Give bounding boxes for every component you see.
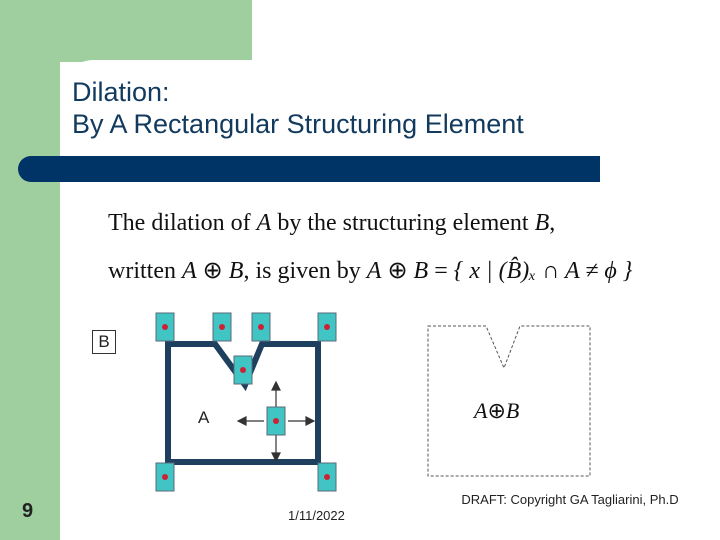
- slide-number: 9: [22, 500, 34, 522]
- formula-symbol-b: B: [413, 258, 429, 284]
- formula-symbol-b: B: [534, 210, 550, 236]
- formula-text: written: [108, 258, 182, 284]
- formula-symbol-a: A: [181, 258, 197, 284]
- dilation-operator: ⊕: [381, 258, 414, 284]
- formula-symbol-b: B: [505, 398, 520, 423]
- dilation-result-label: A⊕B: [474, 398, 519, 424]
- set-expression: { x | (B̂)ₓ ∩ A ≠ ϕ }: [453, 258, 633, 284]
- formula-symbol-b: B: [228, 258, 244, 284]
- arrows-icon: [236, 380, 316, 463]
- structuring-element: [155, 462, 175, 492]
- formula-symbol-a: A: [256, 210, 272, 236]
- formula-line-1: The dilation of A by the structuring ele…: [108, 210, 555, 237]
- structuring-element: [266, 406, 286, 436]
- structuring-element: [233, 355, 253, 385]
- shape-a-label: A: [198, 408, 210, 427]
- structuring-element: [212, 312, 232, 342]
- formula-text: by the structuring element: [271, 210, 535, 236]
- structuring-element: [317, 462, 337, 492]
- formula-symbol-a: A: [474, 398, 488, 423]
- structuring-elements: [155, 312, 337, 492]
- green-side-panel: [0, 0, 60, 540]
- footer-copyright: DRAFT: Copyright GA Tagliarini, Ph.D: [461, 492, 679, 507]
- dilation-operator: ⊕: [487, 398, 506, 423]
- title-rule-bar: [18, 156, 600, 182]
- title-line-1: Dilation:: [72, 77, 170, 107]
- equals-sign: =: [428, 258, 454, 284]
- dilation-operator: ⊕: [196, 258, 229, 284]
- structuring-element-label: B: [92, 330, 116, 354]
- formula-line-2: written A ⊕ B, is given by A ⊕ B = { x |…: [108, 256, 632, 285]
- slide-title: Dilation: By A Rectangular Structuring E…: [72, 76, 524, 140]
- shape-a-outline: [165, 341, 321, 465]
- formula-text: ,: [549, 210, 556, 236]
- structuring-element: [317, 312, 337, 342]
- green-top-panel: [60, 0, 252, 62]
- formula-symbol-a: A: [366, 258, 382, 284]
- structuring-element: [155, 312, 175, 342]
- footer-date: 1/11/2022: [288, 508, 345, 523]
- formula-text: , is given by: [243, 258, 367, 284]
- formula-text: The dilation of: [108, 210, 257, 236]
- structuring-element: [251, 312, 271, 342]
- title-line-2: By A Rectangular Structuring Element: [72, 109, 524, 139]
- dilated-region-outline: [427, 325, 591, 477]
